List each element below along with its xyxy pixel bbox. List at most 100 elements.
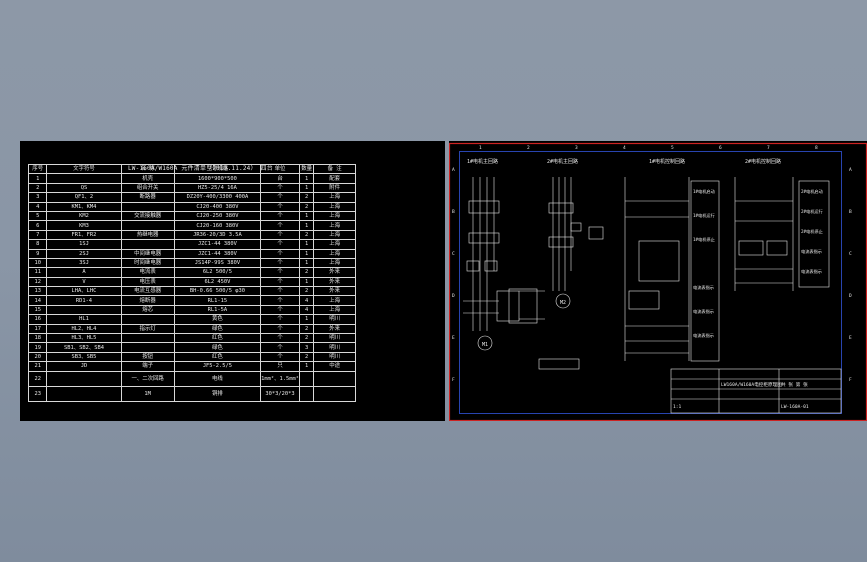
table-header-cell: 备 注 xyxy=(313,163,356,175)
table-cell: JF5-2.5/5 xyxy=(173,361,262,372)
title-block xyxy=(670,368,842,414)
table-cell: 11 xyxy=(27,267,48,278)
table-cell: BH-0.66 500/5 φ30 xyxy=(173,286,262,297)
table-cell: 一、二次回路 xyxy=(120,370,175,387)
table-cell: 个 xyxy=(260,229,300,241)
border-number: 6 xyxy=(719,145,722,151)
motor1-main-circuit xyxy=(463,177,545,351)
table-cell: JZC1-44 380V xyxy=(173,239,262,250)
table-cell: 4 xyxy=(298,304,315,316)
table-cell: 1 xyxy=(298,210,315,222)
table-cell xyxy=(120,220,175,231)
border-number: 4 xyxy=(623,145,626,151)
table-cell: SB3、SB5 xyxy=(46,351,122,363)
table-cell: 16 xyxy=(27,314,48,325)
table-cell: 18 xyxy=(27,333,48,344)
table-cell: CJ20-400 380V xyxy=(173,201,262,212)
table-cell: 上海 xyxy=(313,210,356,222)
table-cell: 铜排 xyxy=(173,385,262,402)
table-cell: CJ20-160 380V xyxy=(173,220,262,231)
table-cell: 外来 xyxy=(313,286,356,297)
table-cell: 30*3/20*3 xyxy=(260,385,300,402)
table-cell: 2 xyxy=(298,192,315,203)
table-cell: 组合开关 xyxy=(120,182,175,194)
table-cell: 个 xyxy=(260,267,300,278)
table-cell xyxy=(298,370,315,387)
table-cell: 个 xyxy=(260,304,300,316)
table-cell: 22 xyxy=(27,370,48,387)
table-cell: 上海 xyxy=(313,304,356,316)
table-cell: CJ20-250 380V xyxy=(173,210,262,222)
table-cell: 1 xyxy=(298,314,315,325)
table-cell: 1 xyxy=(298,182,315,194)
border-number: 2 xyxy=(527,145,530,151)
table-cell: 19 xyxy=(27,342,48,353)
table-header-cell: 文字符号 xyxy=(46,163,122,175)
table-cell: 8 xyxy=(27,239,48,250)
table-cell: RD1-4 xyxy=(46,295,122,306)
table-cell: 23 xyxy=(27,385,48,402)
table-cell: 台 xyxy=(260,173,300,184)
table-cell: 1 xyxy=(298,173,315,184)
table-cell: 2 xyxy=(298,229,315,241)
table-cell: 交流接触器 xyxy=(120,210,175,222)
table-header-cell: 序号 xyxy=(27,163,48,175)
table-cell: 指示灯 xyxy=(120,323,175,335)
table-cell: 1mm²、1.5mm² xyxy=(260,370,300,387)
table-cell: 绿色 xyxy=(173,323,262,335)
table-cell: 个 xyxy=(260,323,300,335)
table-cell: 2 xyxy=(298,323,315,335)
table-cell: 2 xyxy=(298,333,315,344)
control-box-label: 2#电机停止 xyxy=(801,228,823,235)
table-cell: RL1-15 xyxy=(173,295,262,306)
control-box-label: 电流表指示 xyxy=(693,332,714,339)
table-header-cell: 名 称 xyxy=(120,163,175,175)
table-cell: 外来 xyxy=(313,267,356,278)
table-cell xyxy=(120,333,175,344)
table-cell: 红色 xyxy=(173,333,262,344)
table-cell: 4 xyxy=(298,295,315,306)
table-cell: 按钮 xyxy=(120,351,175,363)
table-cell xyxy=(46,370,122,387)
border-number: 8 xyxy=(815,145,818,151)
table-cell: 15 xyxy=(27,304,48,316)
table-cell: 上海 xyxy=(313,192,356,203)
table-cell: 个 xyxy=(260,182,300,194)
inner-frame xyxy=(459,151,842,414)
table-cell: 5 xyxy=(27,210,48,222)
table-cell: 明川 xyxy=(313,333,356,344)
table-cell: 个 xyxy=(260,351,300,363)
table-cell: 3SJ xyxy=(46,257,122,269)
table-cell: DZ20Y-400/3300 400A xyxy=(173,192,262,203)
table-cell: 1SJ xyxy=(46,239,122,250)
border-letter: E xyxy=(849,335,852,341)
table-cell: 个 xyxy=(260,210,300,222)
border-letter: A xyxy=(849,167,852,173)
table-cell: KM1、KM4 xyxy=(46,201,122,212)
motor2-label: M2 xyxy=(560,300,566,306)
table-cell: HL1 xyxy=(46,314,122,325)
motor2-main-circuit xyxy=(538,177,604,370)
table-cell: 时间继电器 xyxy=(120,257,175,269)
table-cell: 3 xyxy=(298,342,315,353)
table-cell: 上海 xyxy=(313,257,356,269)
control-box-label: 1#电机启动 xyxy=(693,188,715,195)
table-cell: FR1、FR2 xyxy=(46,229,122,241)
section-title: 2#电机控制回路 xyxy=(745,158,781,165)
table-cell: 21 xyxy=(27,361,48,372)
